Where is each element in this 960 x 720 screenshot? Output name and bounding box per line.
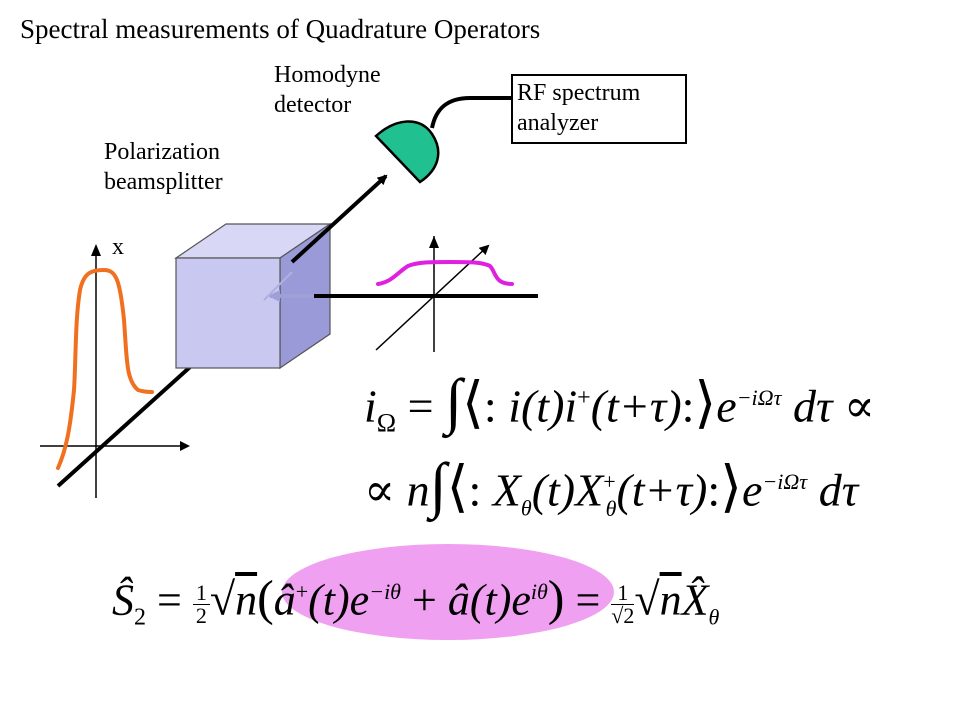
eq1-bracket-close: ⟩: [694, 372, 717, 435]
axis-x-label: x: [112, 234, 124, 260]
eq2-theta: θ: [520, 495, 532, 521]
eq3-exp2: iθ: [530, 579, 548, 604]
eq2-proportional: ∝: [364, 464, 396, 516]
eq1-colon1: :: [483, 380, 497, 432]
eq3-t2: (t)e: [469, 575, 531, 625]
eq1-e: e: [716, 380, 737, 432]
eq1-i-t: i(t): [508, 380, 565, 432]
eq1-bracket-open: ⟨: [462, 372, 484, 435]
homodyne-label-line2: detector: [274, 92, 352, 118]
eq2-integral: ∫: [429, 451, 447, 520]
eq3-sqrt2: √: [634, 573, 660, 625]
eq3-half-num: 1: [192, 582, 210, 606]
eq3-X-sub: θ: [708, 604, 720, 630]
eq1-exponent: −iΩτ: [736, 385, 782, 410]
detector-cable: [430, 96, 512, 129]
eq2-t: (t): [531, 464, 576, 516]
eq3-sqrt: √: [209, 573, 236, 625]
eq3-equals2: =: [575, 575, 601, 625]
eq1-omega-sub: Ω: [376, 408, 397, 438]
eq2-plus-sup: +: [603, 469, 616, 494]
eq2-X2: X: [575, 464, 604, 516]
eq2-colon1: :: [468, 464, 482, 516]
eq3-close-paren: ): [547, 569, 565, 626]
eq3-exp1: −iθ: [369, 579, 401, 604]
homodyne-detector-icon: [374, 120, 440, 184]
eq3-t1: (t)e: [308, 575, 370, 625]
left-axis-arrowhead: [91, 244, 101, 256]
cube-front-face: [175, 257, 281, 369]
eq1-proportional: ∝: [843, 380, 876, 432]
eq2-n: n: [406, 464, 430, 516]
highlight-ellipse: [282, 544, 614, 640]
eq1-i-plus: i: [564, 380, 578, 432]
rf-label-line1: RF spectrum: [517, 80, 641, 106]
eq2-X: X: [492, 464, 521, 516]
eq2-colon2: :: [707, 464, 721, 516]
eq1-integral: ∫: [445, 367, 463, 436]
eq3-S: Ŝ: [112, 575, 134, 625]
eq2-e: e: [742, 464, 763, 516]
equation-2: ∝ n∫⟨: Xθ(t)X+θ(t+τ):⟩e−iΩτ dτ: [364, 452, 858, 539]
orange-distribution-curve: [56, 267, 154, 470]
eq3-S-sub: 2: [134, 604, 146, 631]
eq2-bracket-open: ⟨: [446, 456, 469, 519]
eq3-half-den: 2: [195, 603, 207, 629]
eq1-equals: =: [407, 380, 434, 432]
eq3-frac-den: √2: [611, 603, 635, 629]
magenta-distribution-curve: [376, 260, 514, 286]
beam-upper: [290, 174, 388, 264]
eq3-equals: =: [157, 575, 182, 625]
eq2-theta2: θ: [605, 495, 617, 521]
eq1-dtau: dτ: [792, 380, 833, 432]
eq3-a-hat2: â: [447, 575, 470, 625]
beam-inside-cube: [263, 271, 293, 301]
rf-label-line2: analyzer: [517, 110, 599, 136]
eq3-n: n: [235, 575, 258, 625]
eq3-a-hat: â: [273, 575, 296, 625]
polarization-label-line1: Polarization: [104, 139, 220, 165]
eq2-dtau: dτ: [818, 464, 859, 516]
eq1-colon2: :: [681, 380, 695, 432]
rf-analyzer-box: RF spectrum analyzer: [511, 74, 687, 144]
homodyne-label: Homodyne detector: [274, 60, 381, 120]
eq3-X-hat: X̂: [681, 575, 709, 625]
polarization-label-line2: beamsplitter: [104, 169, 223, 195]
homodyne-label-line1: Homodyne: [274, 62, 381, 88]
eq2-bracket-close: ⟩: [720, 456, 743, 519]
eq2-t-tau: (t+τ): [616, 464, 708, 516]
eq3-plus: +: [411, 575, 437, 625]
eq3-open-paren: (: [257, 569, 274, 626]
right-axis-arrowhead: [429, 236, 439, 248]
polarization-label: Polarization beamsplitter: [104, 137, 223, 197]
eq3-frac-num: 1: [611, 582, 635, 606]
eq1-plus-sup: +: [577, 385, 591, 411]
eq3-frac: 1√2: [611, 582, 635, 629]
eq2-exponent: −iΩτ: [762, 469, 808, 494]
equation-1: iΩ = ∫⟨: i(t)i+(t+τ):⟩e−iΩτ dτ ∝: [364, 368, 875, 454]
eq3-plus-sup: +: [295, 579, 309, 604]
eq3-n2: n: [659, 575, 682, 625]
eq1-i: i: [364, 380, 377, 432]
eq1-t-tau: (t+τ): [590, 380, 682, 432]
page-title: Spectral measurements of Quadrature Oper…: [20, 14, 541, 44]
